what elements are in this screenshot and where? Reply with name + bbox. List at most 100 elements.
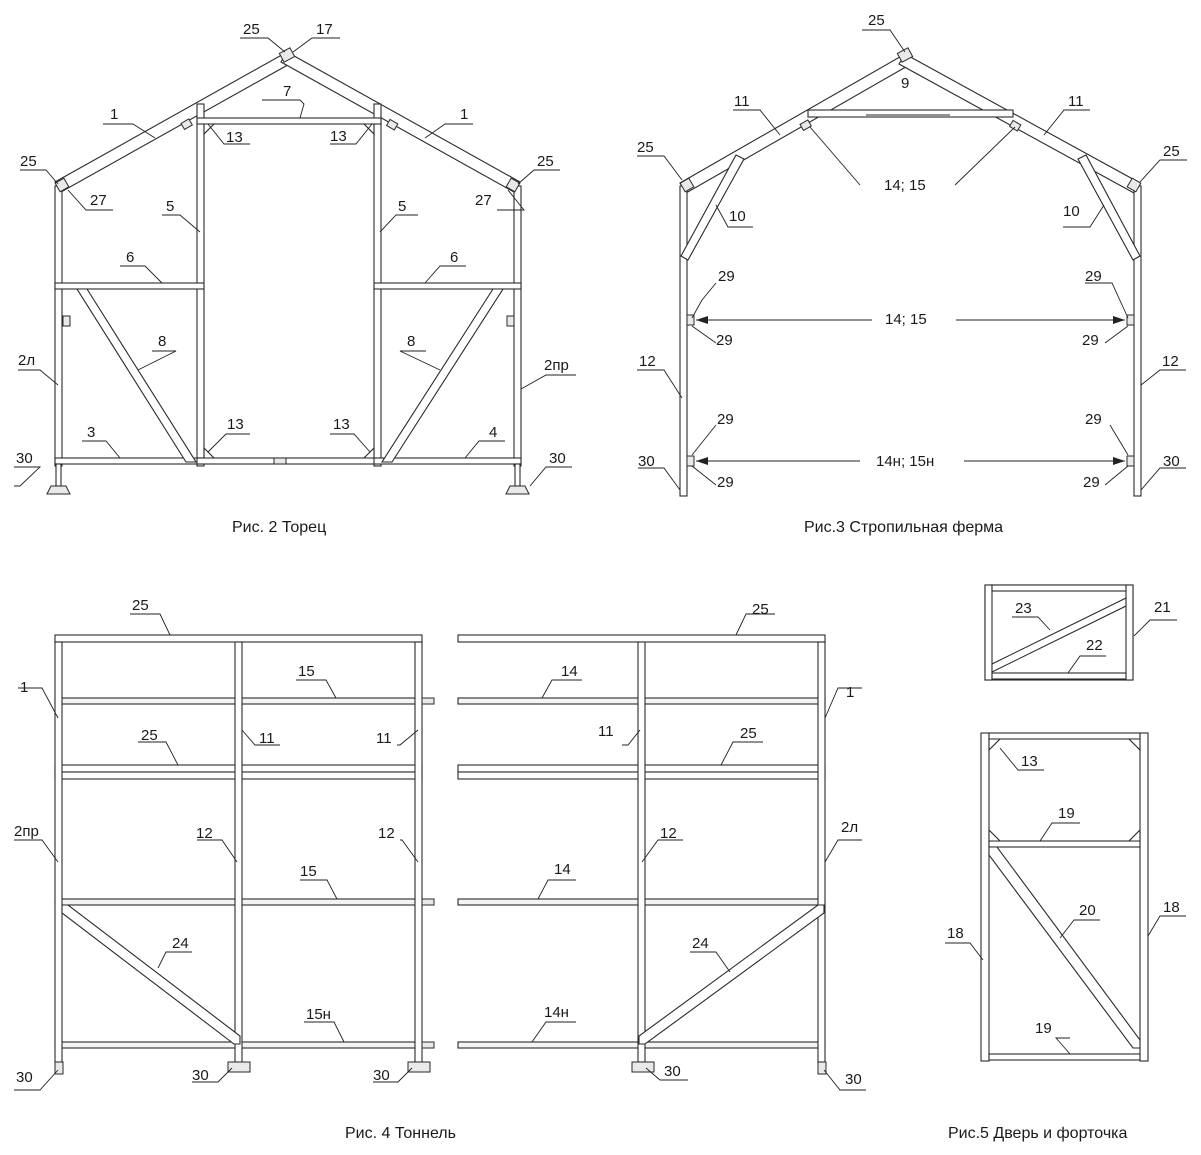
- vent-bottom: [991, 672, 1127, 680]
- post: [234, 641, 243, 1063]
- label-14: 14: [561, 663, 578, 680]
- label-29: 29: [1085, 411, 1102, 428]
- connector: [421, 898, 435, 906]
- label-11: 11: [376, 730, 392, 747]
- label-25: 25: [752, 601, 769, 618]
- label-13: 13: [227, 416, 244, 433]
- label-8: 8: [158, 333, 166, 350]
- door-brace-20: [988, 846, 1141, 1049]
- label-29: 29: [718, 268, 735, 285]
- label-27: 27: [90, 192, 107, 209]
- label-12: 12: [639, 353, 656, 370]
- foot: [227, 1061, 251, 1073]
- label-14-15-mid: 14; 15: [885, 311, 927, 328]
- fig3-rafter-truss: 25 9 11 11 25 25 14; 15 10 10 29 29 29 2…: [637, 12, 1187, 536]
- label-19: 19: [1058, 805, 1075, 822]
- label-24: 24: [692, 935, 709, 952]
- gusset: [203, 123, 216, 136]
- label-2l: 2л: [18, 352, 35, 369]
- label-30: 30: [845, 1071, 862, 1088]
- gusset-13: [1127, 828, 1141, 842]
- label-30: 30: [549, 450, 566, 467]
- label-13: 13: [330, 128, 347, 145]
- label-25: 25: [132, 597, 149, 614]
- label-11: 11: [1068, 93, 1084, 110]
- bottom-rail-door: [196, 457, 382, 465]
- label-1: 1: [20, 679, 28, 696]
- label-7: 7: [283, 83, 291, 100]
- bracket: [506, 315, 515, 327]
- label-23: 23: [1015, 600, 1032, 617]
- eave-bracket: [1126, 177, 1142, 193]
- label-5: 5: [166, 198, 174, 215]
- brace-left: [76, 288, 197, 463]
- eave-bracket: [679, 177, 695, 193]
- label-1: 1: [846, 684, 854, 701]
- vent-top: [991, 584, 1127, 592]
- vent-side: [984, 584, 993, 681]
- bracket-29: [1126, 314, 1135, 326]
- label-22: 22: [1086, 637, 1103, 654]
- label-24: 24: [172, 935, 189, 952]
- label-30: 30: [192, 1067, 209, 1084]
- foot: [817, 1061, 827, 1075]
- label-30: 30: [1163, 453, 1180, 470]
- label-17: 17: [316, 21, 333, 38]
- label-2pr: 2пр: [14, 823, 39, 840]
- corner-post-left: [54, 185, 63, 467]
- label-25: 25: [740, 725, 757, 742]
- foot: [631, 1061, 655, 1073]
- brace-left: [680, 154, 745, 261]
- label-5: 5: [398, 198, 406, 215]
- bracket: [180, 118, 194, 131]
- gusset: [203, 446, 216, 459]
- label-12: 12: [660, 825, 677, 842]
- label-14-15: 14; 15: [884, 177, 926, 194]
- label-25: 25: [243, 21, 260, 38]
- foot-plate: [505, 485, 530, 495]
- label-30: 30: [664, 1063, 681, 1080]
- label-25: 25: [1163, 143, 1180, 160]
- connector: [421, 697, 435, 705]
- label-21: 21: [1154, 599, 1171, 616]
- label-30: 30: [16, 450, 33, 467]
- ridge-bracket: [896, 47, 914, 63]
- fig5-caption: Рис.5 Дверь и форточка: [948, 1125, 1128, 1142]
- label-25: 25: [141, 727, 158, 744]
- label-30: 30: [373, 1067, 390, 1084]
- connector: [421, 1041, 435, 1049]
- label-6: 6: [450, 249, 458, 266]
- label-14: 14: [554, 861, 571, 878]
- label-11: 11: [734, 93, 750, 110]
- latch: [273, 457, 287, 465]
- gusset-13: [988, 738, 1002, 752]
- bottom-rail-right: [373, 457, 522, 465]
- fig3-caption: Рис.3 Стропильная ферма: [804, 519, 1003, 536]
- door-lintel: [196, 117, 382, 125]
- foot: [407, 1061, 431, 1073]
- bracket-29: [1126, 455, 1135, 467]
- gusset: [362, 123, 375, 136]
- label-25: 25: [637, 139, 654, 156]
- label-29: 29: [717, 474, 734, 491]
- label-30: 30: [638, 453, 655, 470]
- label-4: 4: [489, 424, 497, 441]
- rafter-right: [898, 53, 1141, 194]
- bracket: [62, 315, 71, 327]
- label-9: 9: [901, 75, 909, 92]
- label-1: 1: [110, 106, 118, 123]
- label-14n-15n: 14н; 15н: [876, 453, 934, 470]
- label-3: 3: [87, 424, 95, 441]
- crossbar-right: [373, 282, 522, 290]
- door-bottom-rail: [988, 1053, 1141, 1061]
- label-13: 13: [226, 129, 243, 146]
- label-14n: 14н: [544, 1004, 569, 1021]
- label-11: 11: [598, 723, 614, 740]
- post: [817, 641, 826, 1063]
- door-stile: [1139, 732, 1149, 1062]
- label-29: 29: [1083, 474, 1100, 491]
- label-11: 11: [259, 730, 275, 747]
- brace-right: [1077, 154, 1141, 261]
- fig4-tunnel: 25 25 1 1 15 14 25 11 11 11 25 2пр 12 12…: [14, 597, 866, 1142]
